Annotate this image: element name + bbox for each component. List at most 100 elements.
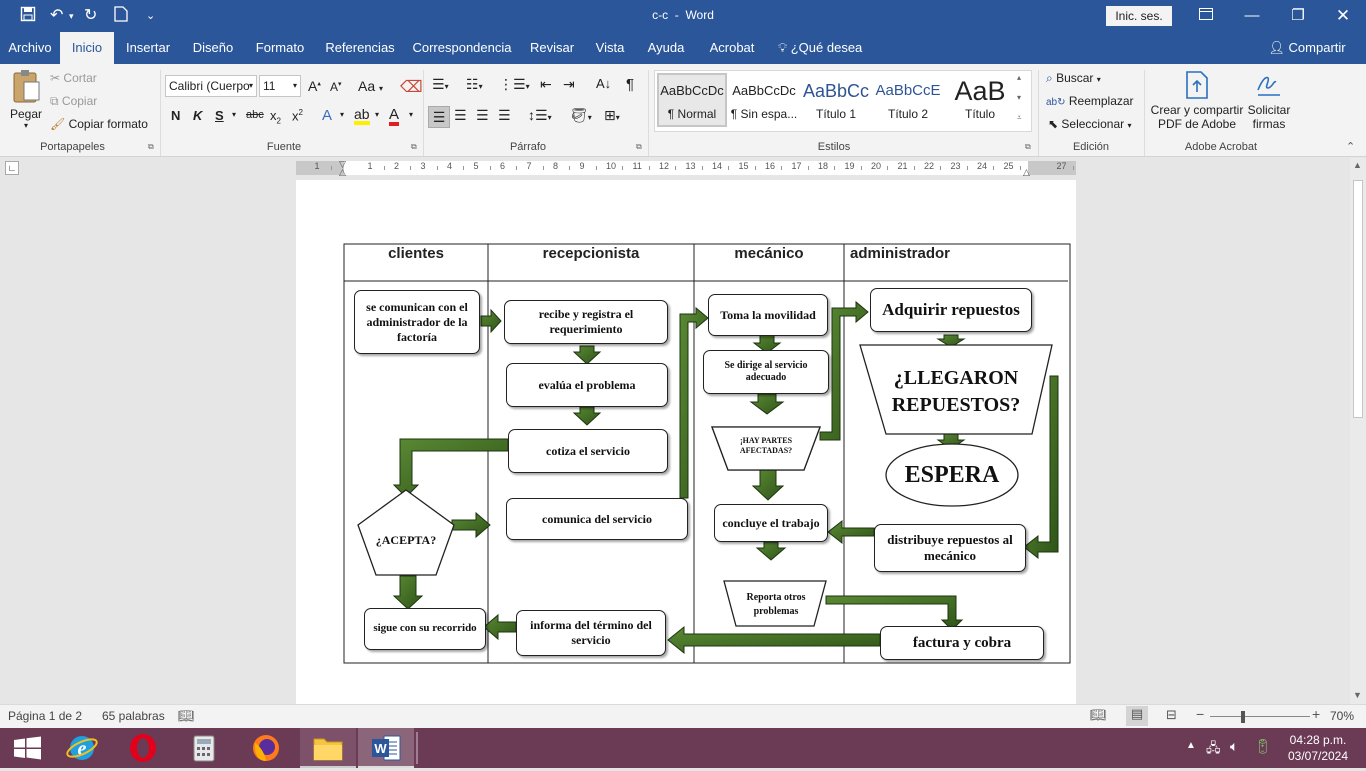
tab-correspondencia[interactable]: Correspondencia	[412, 40, 512, 55]
collapse-ribbon-icon[interactable]: ⌃	[1346, 141, 1356, 153]
taskbar-calculator[interactable]	[176, 728, 232, 768]
flow-step-report-problems[interactable]: Reporta otros problemas	[746, 591, 806, 618]
sort-icon[interactable]: A↓	[596, 76, 612, 91]
flow-step-invoice-collect[interactable]: factura y cobra	[880, 626, 1044, 660]
styles-launcher-icon[interactable]: ⧉	[1025, 142, 1031, 151]
highlight-icon[interactable]: ab	[354, 107, 370, 125]
scroll-up-icon[interactable]: ▲	[1353, 160, 1362, 170]
font-size-dropdown[interactable]: 11▾	[259, 75, 301, 97]
vertical-scrollbar[interactable]: ▲ ▼	[1350, 158, 1366, 704]
flow-step-continue-route[interactable]: sigue con su recorrido	[364, 608, 486, 650]
text-effects-icon[interactable]: A	[322, 107, 333, 124]
style-normal[interactable]: AaBbCcDc ¶ Normal	[657, 73, 727, 127]
taskbar-internet-explorer[interactable]: e	[54, 728, 110, 768]
share-button[interactable]: 👤︎ Compartir	[1268, 40, 1346, 55]
text-effects-dropdown-icon[interactable]: ▾	[340, 110, 345, 119]
sign-in-button[interactable]: Inic. ses.	[1106, 6, 1172, 26]
zoom-level[interactable]: 70%	[1330, 709, 1355, 723]
clock[interactable]: 04:28 p.m. 03/07/2024	[1287, 733, 1349, 763]
bullets-icon[interactable]: ☰▾	[432, 76, 449, 92]
font-name-dropdown[interactable]: Calibri (Cuerpo▾	[165, 75, 257, 97]
show-hidden-icons[interactable]: ▲	[1186, 740, 1196, 751]
paragraph-launcher-icon[interactable]: ⧉	[636, 142, 642, 151]
taskbar-file-explorer[interactable]	[300, 728, 356, 768]
shrink-font-icon[interactable]: A▾	[330, 80, 342, 94]
tab-selector-icon[interactable]: ∟	[5, 161, 19, 175]
underline-button[interactable]: S	[215, 108, 224, 123]
battery-icon[interactable]: 🔋︎	[1254, 738, 1272, 754]
strikethrough-icon[interactable]: abc	[246, 109, 264, 121]
justify-icon[interactable]: ☰	[498, 107, 511, 123]
start-button[interactable]	[0, 728, 56, 768]
customize-toolbar-icon[interactable]: ⌄	[146, 10, 156, 22]
zoom-out-icon[interactable]: −	[1196, 706, 1205, 722]
cut-button[interactable]: ✂ Cortar	[50, 71, 97, 85]
page-count[interactable]: Página 1 de 2	[8, 709, 83, 723]
scroll-thumb[interactable]	[1353, 180, 1363, 418]
read-mode-icon[interactable]: 📖︎	[1090, 707, 1107, 722]
close-icon[interactable]: ✕	[1335, 6, 1351, 25]
tab-archivo[interactable]: Archivo	[8, 40, 52, 55]
borders-icon[interactable]: ⊞▾	[604, 107, 620, 123]
zoom-slider-thumb[interactable]	[1241, 711, 1246, 723]
clear-formatting-icon[interactable]: ⌫	[400, 79, 423, 96]
save-icon[interactable]	[20, 6, 36, 26]
proofing-icon[interactable]: 📖︎	[178, 708, 195, 723]
flow-step-buy-parts[interactable]: Adquirir repuestos	[870, 288, 1032, 332]
zoom-in-icon[interactable]: +	[1312, 706, 1321, 722]
format-painter-button[interactable]: 🖌︎ Copiar formato	[50, 117, 148, 131]
undo-icon[interactable]: ↶	[50, 7, 64, 24]
flow-step-go-to-service[interactable]: Se dirige al servicio adecuado	[703, 350, 829, 394]
align-center-icon[interactable]: ☰	[454, 107, 467, 123]
scroll-down-icon[interactable]: ▼	[1353, 690, 1362, 700]
numbering-icon[interactable]: ☷▾	[466, 76, 483, 92]
flow-step-register-request[interactable]: recibe y registra el requerimiento	[504, 300, 668, 344]
style-no-spacing[interactable]: AaBbCcDc ¶ Sin espa...	[730, 83, 798, 121]
restore-icon[interactable]: ❐	[1291, 7, 1305, 24]
print-layout-icon[interactable]: ▤	[1126, 706, 1148, 726]
multilevel-list-icon[interactable]: ⋮☰▾	[499, 76, 530, 92]
align-left-icon[interactable]: ☰	[428, 106, 450, 128]
font-color-dropdown-icon[interactable]: ▾	[409, 110, 414, 119]
first-line-indent-marker[interactable]: ▽	[339, 159, 346, 169]
font-color-icon[interactable]: A	[389, 107, 400, 126]
styles-more-icon[interactable]: ⩡	[1017, 113, 1022, 122]
flow-step-communicate-service[interactable]: comunica del servicio	[506, 498, 688, 540]
taskbar-firefox[interactable]	[238, 728, 294, 768]
flow-step-wait[interactable]: ESPERA	[904, 462, 1000, 488]
font-launcher-icon[interactable]: ⧉	[411, 142, 417, 151]
decision-parts-arrived[interactable]: ¿LLEGARON REPUESTOS?	[891, 367, 1021, 416]
paste-button[interactable]: Pegar ▾	[8, 68, 44, 138]
tell-me-box[interactable]: 💡︎ ¿Qué desea hacer?	[778, 40, 863, 87]
tab-ayuda[interactable]: Ayuda	[647, 40, 685, 55]
flow-step-inform-completion[interactable]: informa del término del servicio	[516, 610, 666, 656]
tab-revisar[interactable]: Revisar	[529, 40, 575, 55]
taskbar-opera[interactable]	[115, 728, 171, 768]
highlight-dropdown-icon[interactable]: ▾	[375, 110, 380, 119]
flow-step-take-vehicle[interactable]: Toma la movilidad	[708, 294, 828, 336]
copy-button[interactable]: ⧉ Copiar	[50, 94, 98, 108]
grow-font-icon[interactable]: A▴	[308, 78, 321, 94]
shading-icon[interactable]: 🪣︎▾	[570, 107, 592, 123]
tab-inicio[interactable]: Inicio	[60, 32, 114, 64]
flow-step-evaluate-problem[interactable]: evalúa el problema	[506, 363, 668, 407]
subscript-icon[interactable]: x2	[270, 108, 281, 126]
left-indent-marker[interactable]: △	[339, 167, 346, 177]
clipboard-launcher-icon[interactable]: ⧉	[148, 142, 154, 151]
network-icon[interactable]: 🖧︎	[1206, 740, 1221, 755]
zoom-slider[interactable]	[1210, 716, 1310, 717]
tab-vista[interactable]: Vista	[595, 40, 625, 55]
align-right-icon[interactable]: ☰	[476, 107, 489, 123]
show-formatting-icon[interactable]: ¶	[626, 76, 635, 93]
styles-scroll-up-icon[interactable]: ▴	[1017, 73, 1022, 82]
style-heading-2[interactable]: AaBbCcE Título 2	[875, 82, 941, 121]
word-count[interactable]: 65 palabras	[102, 709, 165, 723]
styles-scroll-down-icon[interactable]: ▾	[1017, 93, 1022, 102]
style-title[interactable]: AaB Título	[954, 76, 1006, 121]
undo-dropdown-icon[interactable]: ▾	[69, 11, 74, 21]
tab-insertar[interactable]: Insertar	[125, 40, 171, 55]
increase-indent-icon[interactable]: ⇥	[563, 76, 575, 92]
bold-button[interactable]: N	[171, 108, 181, 123]
tab-diseno[interactable]: Diseño	[192, 40, 234, 55]
